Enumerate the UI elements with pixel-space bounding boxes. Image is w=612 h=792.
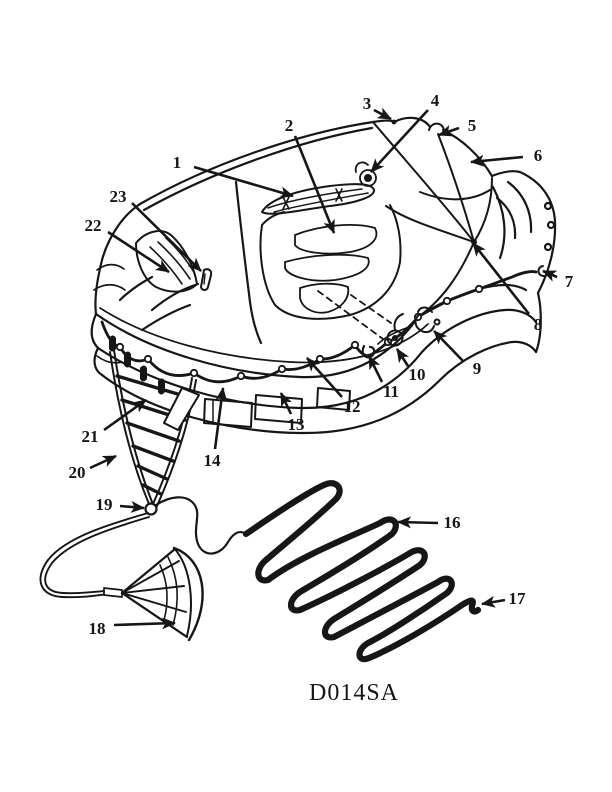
sea-anchor <box>39 512 204 642</box>
buoyancy-tubes <box>90 263 542 435</box>
callout-number-6: 6 <box>534 146 543 165</box>
callout-leader-9 <box>433 330 464 362</box>
callout-number-7: 7 <box>565 272 574 291</box>
callout-number-16: 16 <box>444 513 461 532</box>
callout-number-2: 2 <box>285 116 294 135</box>
front-entrance <box>259 161 402 320</box>
callout-leader-21 <box>103 398 147 432</box>
callout-number-21: 21 <box>82 427 99 446</box>
figure-code: D014SA <box>309 680 399 706</box>
exterior-lifeline <box>100 270 538 384</box>
callout-leader-20 <box>89 454 117 470</box>
callout-number-5: 5 <box>468 116 477 135</box>
callout-leader-13 <box>279 392 293 415</box>
callout-leader-1 <box>193 165 294 199</box>
callout-leader-4 <box>370 109 429 173</box>
callout-number-20: 20 <box>69 463 86 482</box>
hull-right-end <box>490 170 557 295</box>
fitting-cluster <box>361 306 441 359</box>
callout-number-18: 18 <box>89 619 106 638</box>
callout-number-14: 14 <box>204 451 222 470</box>
callout-number-17: 17 <box>509 589 527 608</box>
boarding-ladder <box>109 335 200 516</box>
callout-leader-19 <box>119 500 145 513</box>
callout-leader-3 <box>373 107 392 121</box>
callout-number-10: 10 <box>409 365 426 384</box>
callout-number-11: 11 <box>383 382 399 401</box>
callout-leader-17 <box>481 595 506 608</box>
callout-leader-5 <box>438 125 460 137</box>
callout-number-12: 12 <box>344 397 361 416</box>
side-entrance <box>135 230 213 293</box>
callout-leader-22 <box>107 230 170 274</box>
callout-number-19: 19 <box>96 495 113 514</box>
hidden-lines <box>317 290 392 340</box>
heaving-line-coil <box>154 480 482 663</box>
callout-leader-14 <box>213 387 228 450</box>
callout-leader-18 <box>113 617 176 630</box>
callout-leader-7 <box>542 269 558 282</box>
callout-leader-16 <box>397 516 439 529</box>
callout-leader-8 <box>471 242 531 315</box>
callout-number-9: 9 <box>473 359 482 378</box>
callout-number-4: 4 <box>431 91 440 110</box>
callout-leader-23 <box>131 202 202 272</box>
callout-number-1: 1 <box>173 153 182 172</box>
callout-leader-10 <box>395 348 410 367</box>
callout-number-22: 22 <box>85 216 102 235</box>
callout-leader-2 <box>293 135 336 234</box>
callout-number-13: 13 <box>288 415 305 434</box>
callout-number-3: 3 <box>363 94 372 113</box>
callout-leader-6 <box>470 154 524 167</box>
callout-number-23: 23 <box>110 187 127 206</box>
callout-leader-12 <box>306 357 343 398</box>
callout-number-8: 8 <box>534 315 543 334</box>
life-raft-illustration <box>39 116 557 663</box>
callout-leader-11 <box>367 355 384 383</box>
